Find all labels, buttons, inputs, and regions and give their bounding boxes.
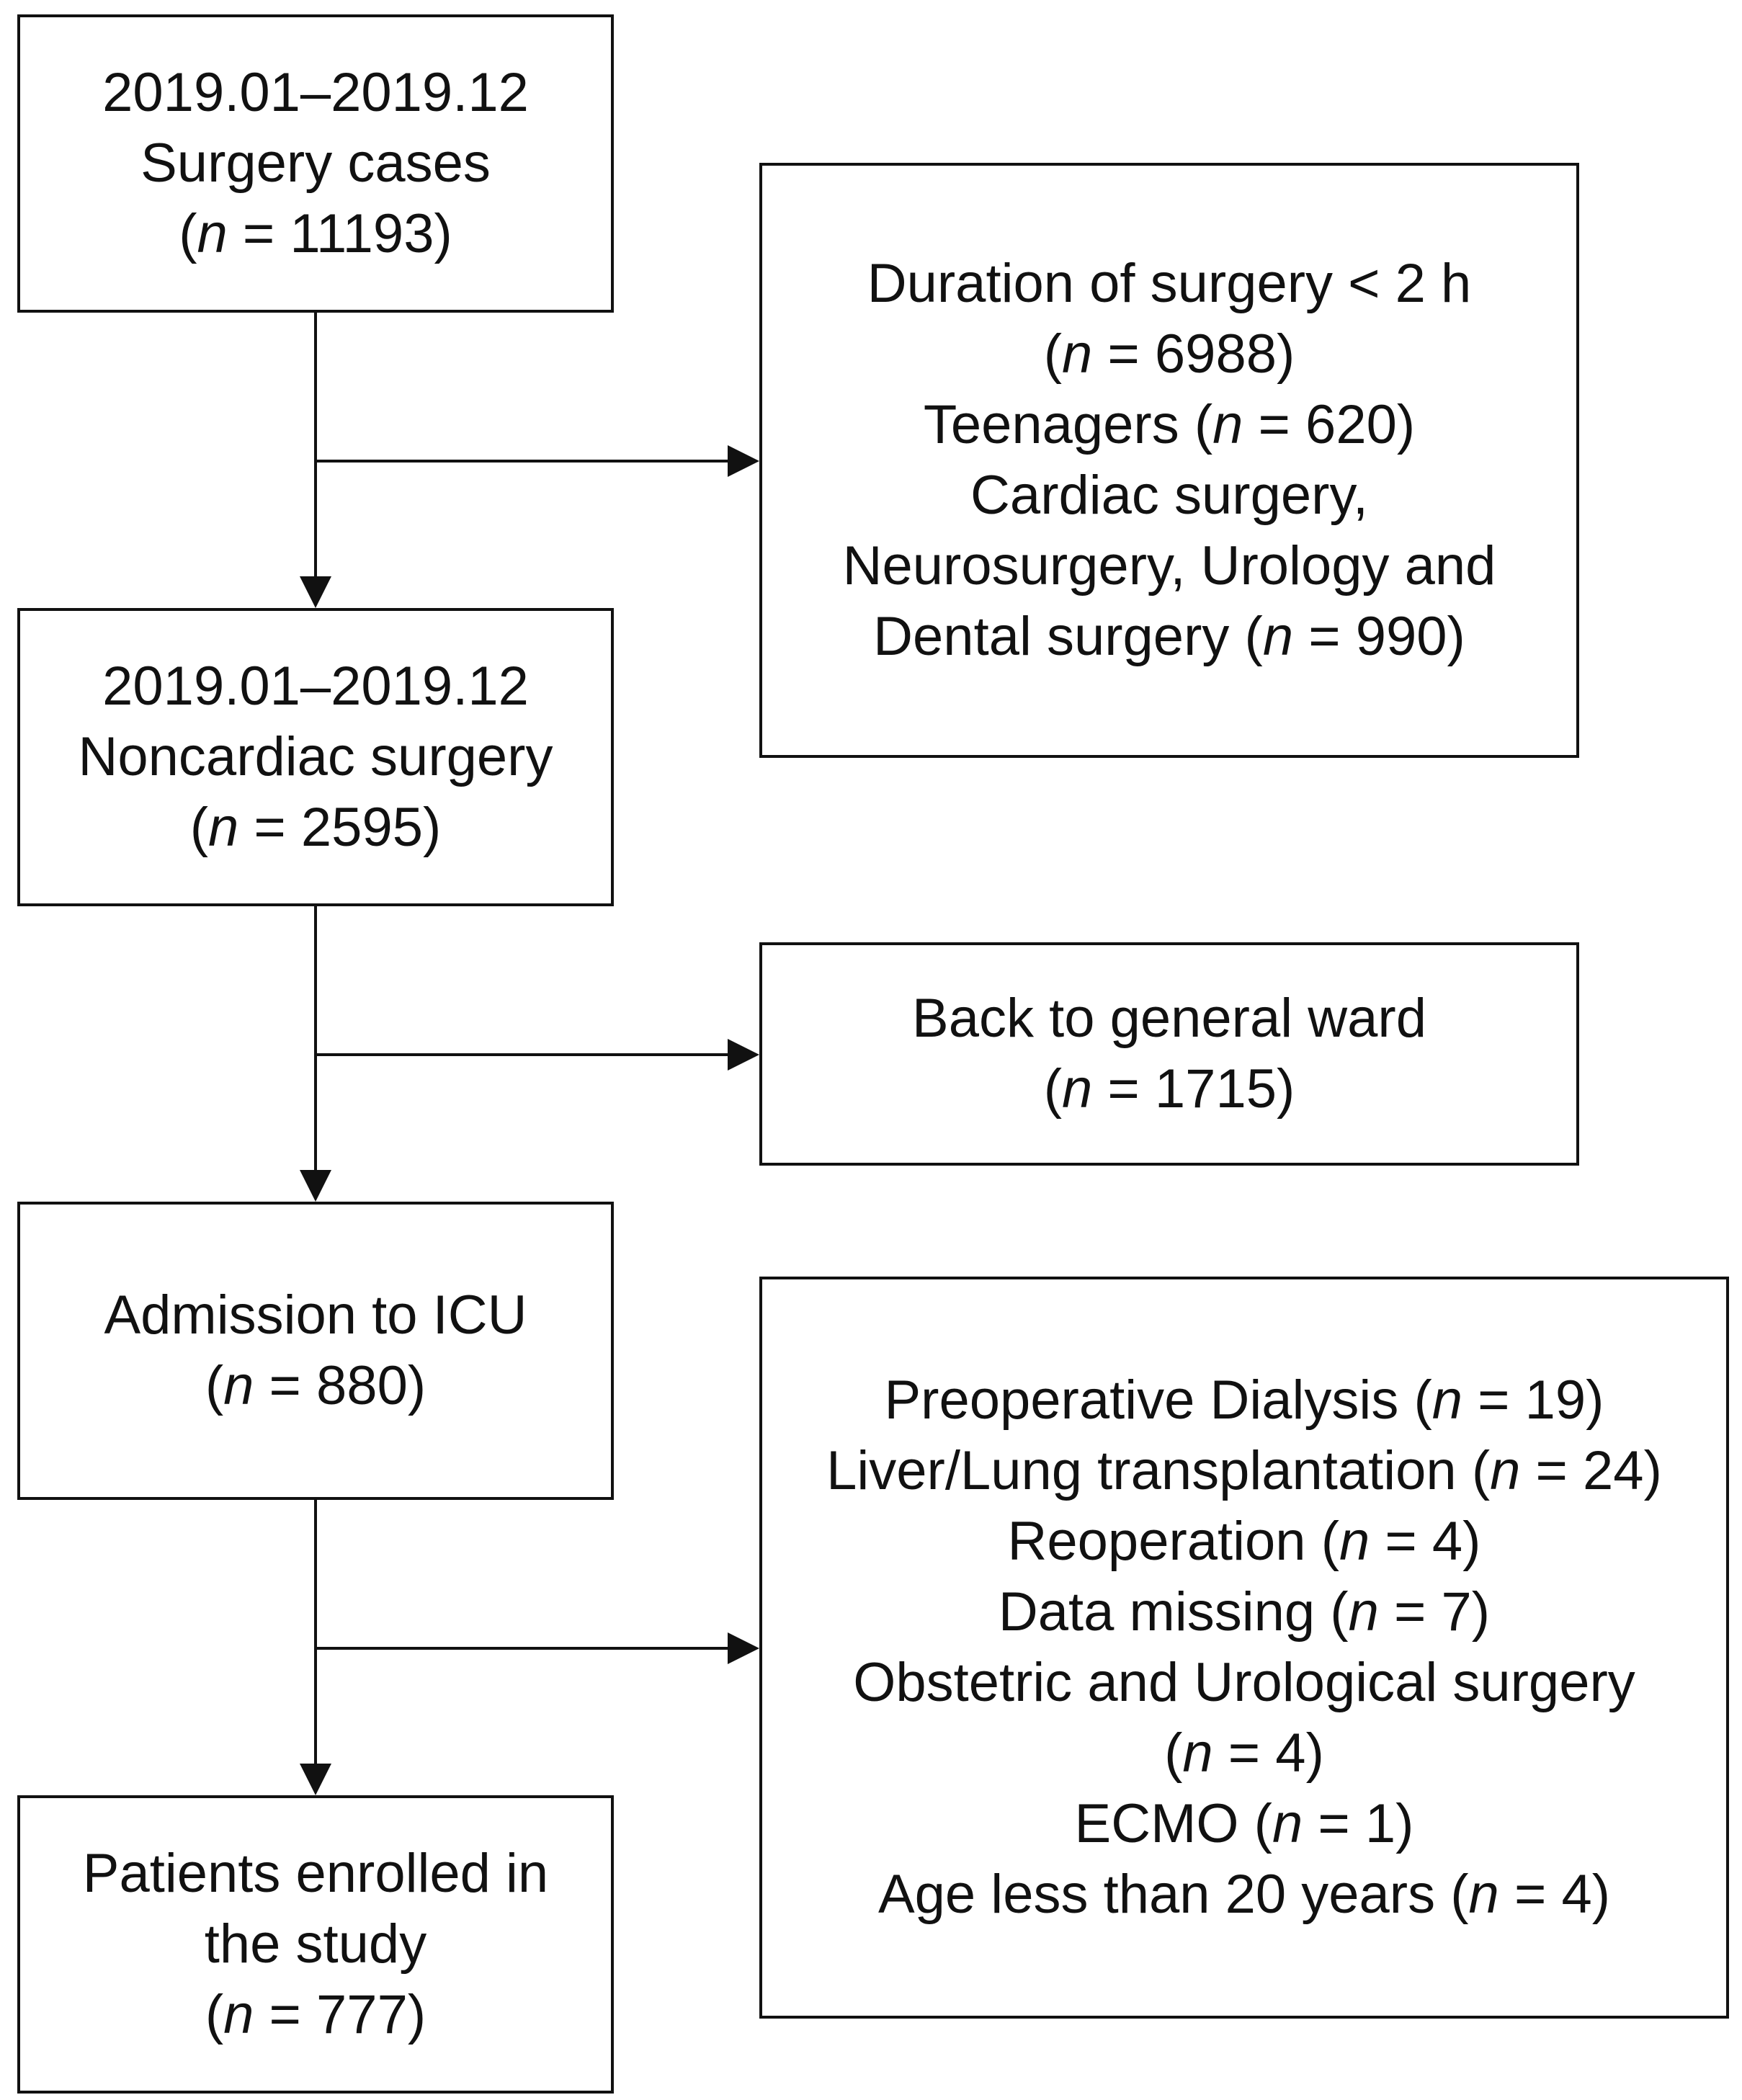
arrowhead-down-enrolled [300, 1764, 331, 1795]
count-value: = 4) [1498, 1864, 1611, 1925]
exclusion-item: (n = 4) [1164, 1718, 1324, 1789]
count-value: = 6988) [1092, 323, 1295, 385]
exclusion-label: Back to general ward [912, 988, 1426, 1049]
exclusion-label: Reoperation [1007, 1511, 1321, 1572]
exclusion-item: Duration of surgery < 2 h [867, 249, 1472, 319]
exclusion-label: Data missing [998, 1581, 1331, 1643]
exclusion-label: Age less than 20 years [877, 1864, 1451, 1925]
exclusion-item: (n = 6988) [1044, 319, 1295, 390]
exclusion-box-3: Preoperative Dialysis (n = 19)Liver/Lung… [759, 1277, 1729, 2019]
paren-open: ( [1254, 1793, 1272, 1854]
count-value: = 990) [1293, 606, 1465, 667]
n-variable: n [1062, 1058, 1093, 1120]
exclusion-label: ECMO [1074, 1793, 1254, 1854]
node-line: Surgery cases [140, 133, 491, 194]
node-count: (n = 2595) [190, 792, 442, 863]
count-value: = 2595) [238, 797, 442, 858]
paren-open: ( [1450, 1864, 1469, 1925]
n-variable: n [1490, 1440, 1521, 1501]
count-value: = 620) [1243, 394, 1416, 455]
n-variable: n [1339, 1511, 1370, 1572]
count-value: = 24) [1520, 1440, 1662, 1501]
exclusion-label: Cardiac surgery, [970, 465, 1368, 526]
n-variable: n [1272, 1793, 1303, 1854]
node-count: (n = 11193) [179, 199, 452, 269]
paren-open: ( [1043, 323, 1063, 385]
arrowhead-down-noncardiac [300, 576, 331, 608]
node-patients-enrolled: Patients enrolled in the study (n = 777) [17, 1795, 614, 2094]
paren-open: ( [1471, 1440, 1491, 1501]
exclusion-item: Obstetric and Urological surgery [853, 1648, 1635, 1718]
count-value: = 4) [1370, 1511, 1481, 1572]
exclusion-item: Age less than 20 years (n = 4) [878, 1859, 1610, 1930]
n-variable: n [1262, 606, 1294, 667]
exclusion-label: Liver/Lung transplantation [826, 1440, 1472, 1501]
node-line: 2019.01–2019.12 [102, 62, 529, 123]
n-variable: n [1182, 1723, 1213, 1784]
node-line: Noncardiac surgery [78, 726, 553, 787]
n-variable: n [208, 797, 239, 858]
node-count: (n = 777) [205, 1980, 426, 2050]
exclusion-item: Data missing (n = 7) [999, 1577, 1490, 1648]
arrowhead-right-exclusion-2 [728, 1039, 759, 1071]
n-variable: n [197, 203, 228, 264]
n-variable: n [1431, 1370, 1463, 1431]
n-variable: n [223, 1984, 254, 2045]
arrowhead-down-icu [300, 1170, 331, 1202]
paren-open: ( [1043, 1058, 1063, 1120]
exclusion-box-1: Duration of surgery < 2 h(n = 6988)Teena… [759, 163, 1579, 758]
n-variable: n [1348, 1581, 1379, 1643]
node-count: (n = 880) [205, 1351, 426, 1421]
paren-open: ( [1321, 1511, 1339, 1572]
exclusion-label: Neurosurgery, Urology and [842, 535, 1496, 597]
count-value: = 4) [1212, 1723, 1324, 1784]
exclusion-label: Obstetric and Urological surgery [853, 1652, 1635, 1713]
paren-open: ( [179, 203, 197, 264]
count-value: = 777) [254, 1984, 426, 2045]
exclusion-item: Preoperative Dialysis (n = 19) [884, 1365, 1604, 1436]
exclusion-label: Dental surgery [873, 606, 1245, 667]
exclusion-item: Neurosurgery, Urology and [843, 531, 1496, 602]
arrowhead-right-exclusion-3 [728, 1632, 759, 1664]
paren-open: ( [1244, 606, 1263, 667]
node-line: the study [204, 1913, 427, 1975]
exclusion-label: Preoperative Dialysis [884, 1370, 1414, 1431]
paren-open: ( [205, 1355, 224, 1416]
exclusion-item: Reoperation (n = 4) [1008, 1506, 1481, 1577]
count-value: = 11193) [227, 203, 452, 264]
paren-open: ( [205, 1984, 224, 2045]
exclusion-label: Duration of surgery < 2 h [867, 253, 1472, 314]
node-surgery-cases: 2019.01–2019.12 Surgery cases (n = 11193… [17, 14, 614, 313]
exclusion-box-2: Back to general ward(n = 1715) [759, 942, 1579, 1166]
exclusion-item: Liver/Lung transplantation (n = 24) [826, 1436, 1662, 1506]
count-value: = 19) [1462, 1370, 1604, 1431]
paren-open: ( [1413, 1370, 1432, 1431]
paren-open: ( [1194, 394, 1213, 455]
node-line: 2019.01–2019.12 [102, 656, 529, 717]
count-value: = 7) [1378, 1581, 1491, 1643]
exclusion-item: (n = 1715) [1044, 1054, 1295, 1125]
node-admission-icu: Admission to ICU (n = 880) [17, 1202, 614, 1500]
paren-open: ( [189, 797, 209, 858]
count-value: = 1) [1303, 1793, 1414, 1854]
count-value: = 880) [254, 1355, 426, 1416]
exclusion-item: Teenagers (n = 620) [924, 390, 1415, 460]
node-line: Admission to ICU [104, 1284, 527, 1346]
count-value: = 1715) [1092, 1058, 1295, 1120]
exclusion-item: ECMO (n = 1) [1075, 1789, 1414, 1859]
paren-open: ( [1164, 1723, 1183, 1784]
exclusion-item: Dental surgery (n = 990) [873, 602, 1465, 672]
n-variable: n [1468, 1864, 1499, 1925]
exclusion-label: Teenagers [923, 394, 1194, 455]
n-variable: n [1062, 323, 1093, 385]
node-noncardiac-surgery: 2019.01–2019.12 Noncardiac surgery (n = … [17, 608, 614, 906]
exclusion-item: Cardiac surgery, [970, 460, 1368, 531]
paren-open: ( [1330, 1581, 1349, 1643]
n-variable: n [1212, 394, 1243, 455]
exclusion-item: Back to general ward [912, 983, 1426, 1054]
arrowhead-right-exclusion-1 [728, 445, 759, 477]
n-variable: n [223, 1355, 254, 1416]
node-line: Patients enrolled in [82, 1843, 549, 1904]
